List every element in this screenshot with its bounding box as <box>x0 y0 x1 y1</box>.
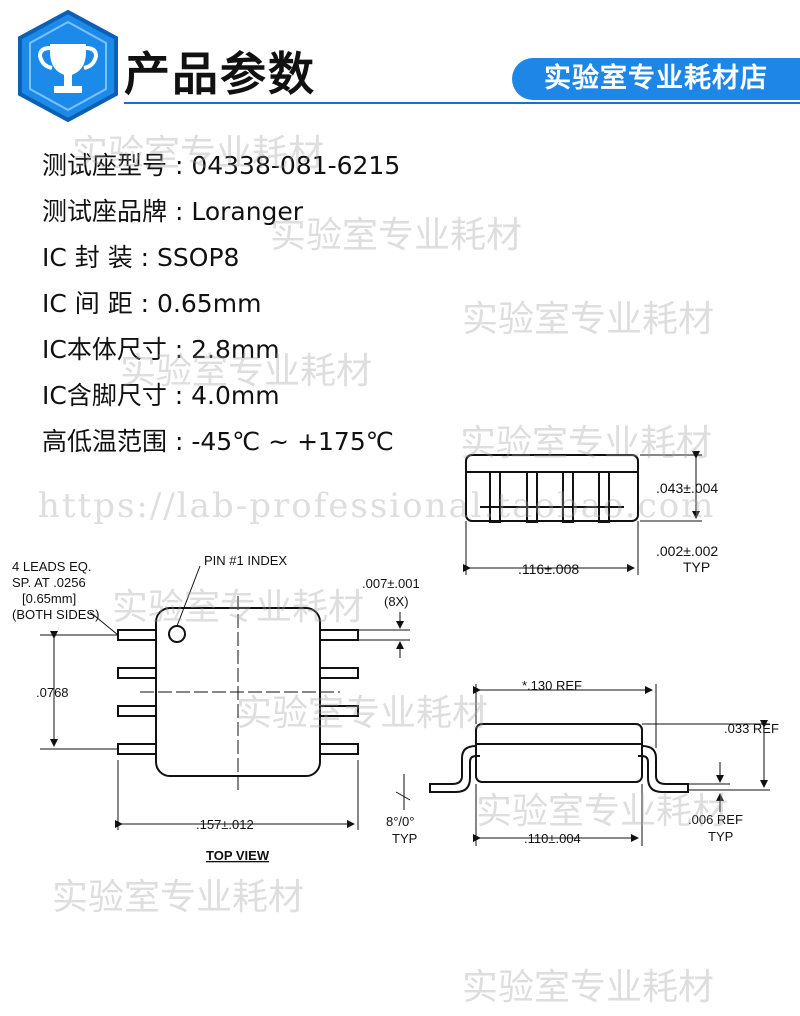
trophy-icon <box>18 9 118 123</box>
title-underline <box>124 102 800 104</box>
lead-width-label: .007±.001 <box>362 576 420 591</box>
param-row: IC本体尺寸 : 2.8mm <box>42 335 280 364</box>
standoff-typ-label: TYP <box>683 559 710 575</box>
ref-033-label: .033 REF <box>724 721 779 736</box>
leads-note-line: [0.65mm] <box>22 591 76 606</box>
shop-badge[interactable]: 实验室专业耗材店 <box>512 58 800 100</box>
param-row: IC含脚尺寸 : 4.0mm <box>42 381 280 410</box>
lead-count-label: (8X) <box>384 594 409 609</box>
body-110-label: .110±.004 <box>524 831 581 846</box>
header: 产品参数 实验室专业耗材店 <box>0 0 800 123</box>
end-view <box>395 684 770 846</box>
pitch-span-label: .0768 <box>36 685 69 700</box>
ref-006-label: .006 REF <box>688 812 743 827</box>
param-row: 测试座型号 : 04338-081-6215 <box>42 151 401 180</box>
leads-note-line: (BOTH SIDES) <box>12 607 99 622</box>
standoff-label: .002±.002 <box>656 543 718 559</box>
angle-typ-label: TYP <box>392 831 417 846</box>
angle-label: 8°/0° <box>386 814 414 829</box>
leads-note-line: SP. AT .0256 <box>12 575 86 590</box>
top-view-label: TOP VIEW <box>206 848 270 863</box>
param-list: 测试座型号 : 04338-081-6215 测试座品牌 : Loranger … <box>42 146 400 468</box>
top-view <box>40 565 410 830</box>
param-row: 高低温范围 : -45℃ ~ +175℃ <box>42 427 394 456</box>
param-row: IC 封 装 : SSOP8 <box>42 243 240 272</box>
param-row: IC 间 距 : 0.65mm <box>42 289 262 318</box>
param-row: 测试座品牌 : Loranger <box>42 197 304 226</box>
ref-130-label: *.130 REF <box>522 678 582 693</box>
body-width-label: .157±.012 <box>196 817 254 832</box>
pin-index-label: PIN #1 INDEX <box>204 553 287 568</box>
ref-006-typ-label: TYP <box>708 829 733 844</box>
page-title: 产品参数 <box>124 47 316 101</box>
leads-note-line: 4 LEADS EQ. <box>12 559 91 574</box>
side-view <box>463 451 702 575</box>
body-length-label: .116±.008 <box>518 561 579 577</box>
height-label: .043±.004 <box>656 480 718 496</box>
